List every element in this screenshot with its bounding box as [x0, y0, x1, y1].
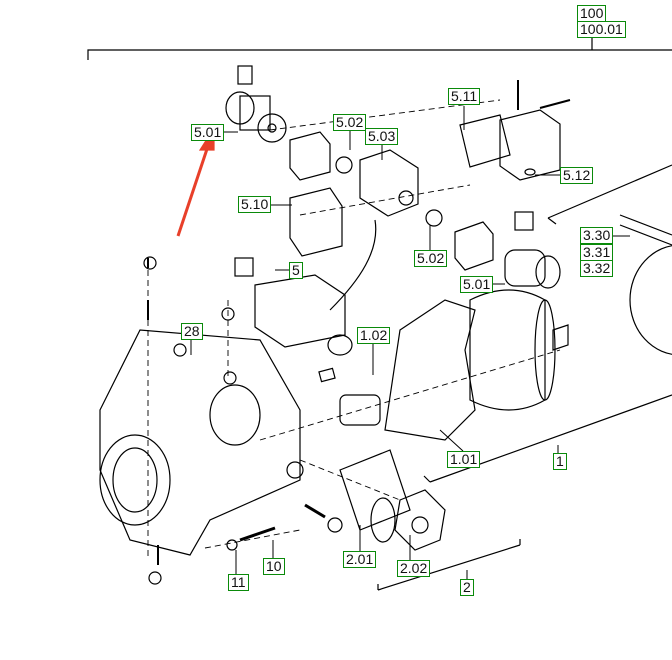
- drive-housing-1: [339, 289, 569, 441]
- callout-3-30[interactable]: 3.30: [580, 227, 614, 244]
- callout-1-01[interactable]: 1.01: [447, 451, 481, 468]
- callout-28[interactable]: 28: [181, 323, 203, 340]
- callout-2-01[interactable]: 2.01: [343, 551, 377, 568]
- cover-2-02: [394, 489, 446, 551]
- gasket-5-10: [289, 187, 343, 257]
- callout-5[interactable]: 5: [289, 262, 303, 279]
- valve-block-5-03: [359, 149, 419, 217]
- shaft-3-30: [619, 214, 672, 246]
- adapter-plate: [289, 131, 331, 181]
- callout-5-02[interactable]: 5.02: [333, 114, 367, 131]
- callout-5-03[interactable]: 5.03: [365, 128, 399, 145]
- red-arrow-annotation: [176, 125, 215, 237]
- callout-5-01[interactable]: 5.01: [191, 124, 225, 141]
- gasket-5-11: [459, 114, 511, 168]
- callout-100-01[interactable]: 100.01: [577, 21, 626, 38]
- callout-1-02[interactable]: 1.02: [357, 327, 391, 344]
- solenoid-5-01-right: [425, 209, 561, 289]
- filter-2-01: [339, 449, 411, 543]
- group-1-bracket: [423, 394, 672, 483]
- callout-5-01-second[interactable]: 5.01: [460, 276, 494, 293]
- disc: [629, 245, 672, 355]
- solenoid-5-01-top: [225, 65, 287, 143]
- callout-2-02[interactable]: 2.02: [397, 560, 431, 577]
- spring: [304, 503, 326, 519]
- callout-2[interactable]: 2: [460, 579, 474, 596]
- callout-5-11[interactable]: 5.11: [448, 88, 481, 105]
- callout-5-12[interactable]: 5.12: [560, 167, 594, 184]
- callout-100[interactable]: 100: [577, 5, 607, 22]
- callout-3-31[interactable]: 3.31: [580, 244, 614, 261]
- callout-1[interactable]: 1: [553, 453, 567, 470]
- valve-5: [234, 257, 353, 356]
- group-2-bracket: [377, 539, 521, 591]
- callout-5-10[interactable]: 5.10: [238, 196, 272, 213]
- pump-housing: [99, 329, 304, 556]
- callout-11[interactable]: 11: [228, 574, 249, 591]
- assembly-bracket: [87, 38, 672, 60]
- callout-5-02-second[interactable]: 5.02: [414, 250, 448, 267]
- callout-3-32[interactable]: 3.32: [580, 260, 614, 277]
- callout-10[interactable]: 10: [263, 558, 285, 575]
